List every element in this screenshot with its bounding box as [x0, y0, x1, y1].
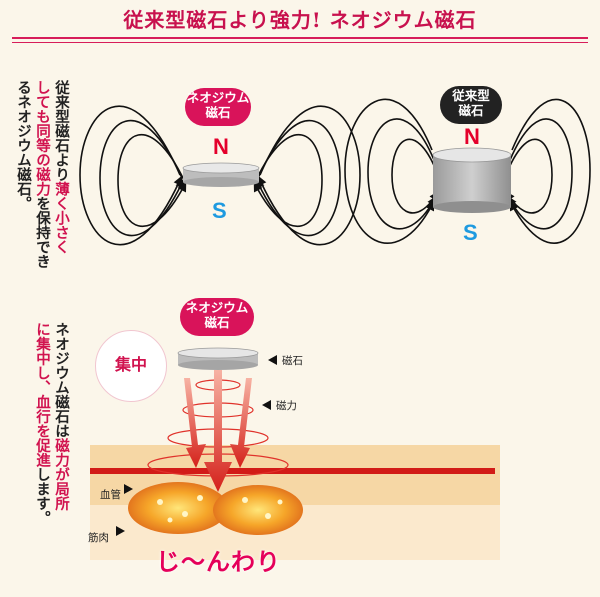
magnet-label: 磁石 — [282, 355, 303, 367]
muscle-label: 筋肉 — [88, 532, 109, 544]
conventional-badge: 従来型磁石 — [440, 86, 502, 124]
south-pole-label-neodymium: S — [212, 198, 227, 223]
title-rule-thin — [12, 42, 588, 43]
conventional-magnet-cylinder — [432, 147, 512, 213]
force-pointer-icon — [262, 400, 271, 410]
neodymium-badge: ネオジウム磁石 — [185, 88, 251, 126]
top-description-col1: 従来型磁石より薄く小さく — [53, 80, 69, 254]
concentrate-badge: 集中 — [95, 330, 167, 402]
field-lines-neodymium — [79, 105, 361, 246]
field-lines-conventional — [344, 98, 591, 244]
blood-vessel-pointer-icon — [124, 484, 133, 494]
top-description-col3: るネオジウム磁石。 — [15, 80, 31, 211]
muscle-tissue — [128, 482, 303, 535]
page-title: 従来型磁石より強力! ネオジウム磁石 — [123, 8, 477, 32]
blood-vessel — [90, 468, 495, 474]
title-rule — [12, 37, 588, 39]
effect-text: じ～んわり — [156, 549, 281, 576]
north-pole-label-conventional: N — [464, 124, 480, 149]
top-description-col2: しても同等の磁力を保持でき — [34, 80, 50, 269]
force-label: 磁力 — [276, 400, 297, 412]
muscle-pointer-icon — [116, 526, 125, 536]
lower-description-col1: ネオジウム磁石は磁力が局所 — [53, 322, 69, 511]
blood-vessel-label: 血管 — [100, 489, 121, 501]
force-arrows — [184, 370, 252, 492]
north-pole-label-neodymium: N — [213, 134, 229, 159]
lower-magnet-disc — [177, 347, 259, 370]
neodymium-magnet-disc — [182, 162, 260, 187]
magnet-pointer-icon — [268, 355, 277, 365]
south-pole-label-conventional: S — [463, 220, 478, 245]
lower-description-col2: に集中し、血行を促進します。 — [34, 322, 50, 525]
lower-neodymium-badge: ネオジウム磁石 — [180, 298, 254, 336]
